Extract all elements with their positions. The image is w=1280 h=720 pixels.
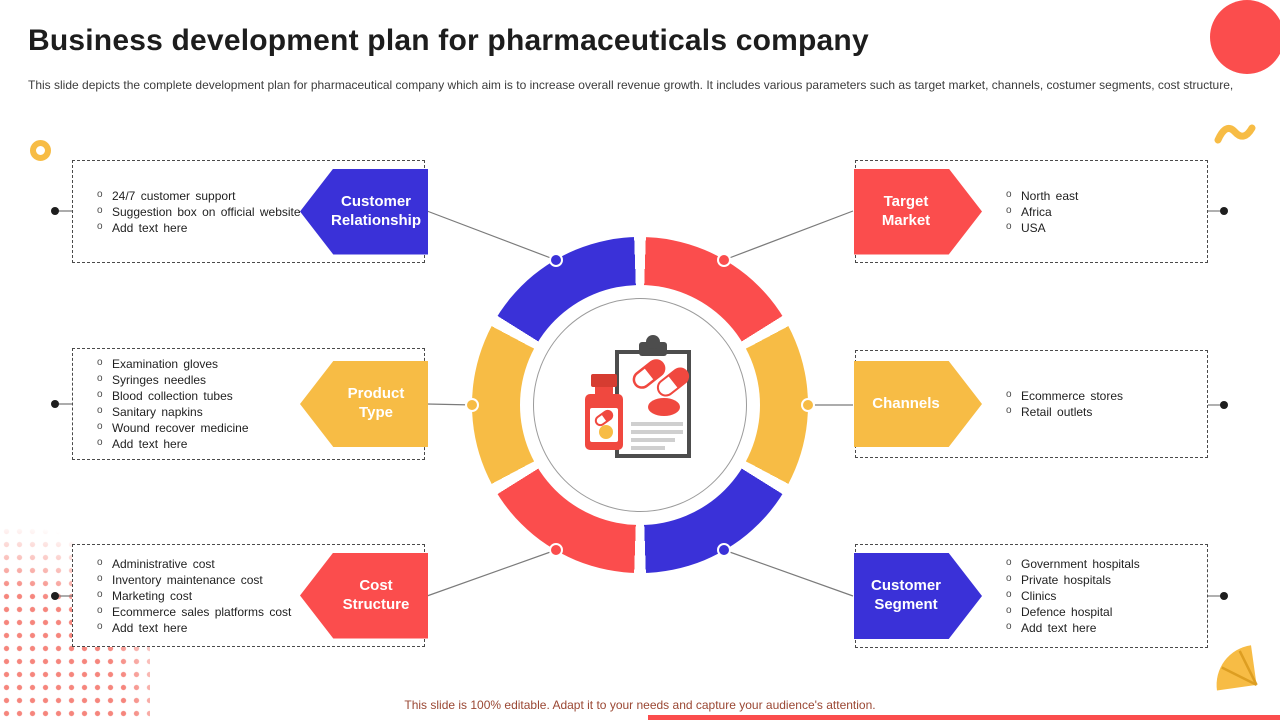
- list-item: North east: [1006, 187, 1078, 204]
- list-item: Sanitary napkins: [97, 403, 302, 420]
- card-item-list: Ecommerce storesRetail outlets: [1006, 387, 1129, 420]
- card-item-list: Administrative costInventory maintenance…: [73, 555, 310, 636]
- card-customer-relationship: 24/7 customer supportSuggestion box on o…: [72, 160, 428, 263]
- card-label: Channels: [872, 394, 940, 412]
- list-item: Ecommerce sales platforms cost: [97, 603, 302, 620]
- card-customer-segment: Government hospitalsPrivate hospitalsCli…: [854, 544, 1208, 648]
- red-circle-decoration: [1210, 0, 1280, 74]
- card-label-chevron: Channels: [854, 361, 982, 447]
- list-item: 24/7 customer support: [97, 187, 302, 204]
- card-label: Customer Relationship: [331, 192, 422, 229]
- list-item: Add text here: [97, 435, 302, 452]
- card-label: Cost Structure: [342, 576, 410, 613]
- page-title: Business development plan for pharmaceut…: [28, 24, 869, 57]
- card-channels: Ecommerce storesRetail outlets Channels: [854, 350, 1208, 458]
- yellow-shell-icon: [1216, 645, 1258, 691]
- list-item: Inventory maintenance cost: [97, 571, 302, 588]
- footer-note: This slide is 100% editable. Adapt it to…: [404, 698, 876, 712]
- list-item: Private hospitals: [1006, 571, 1140, 588]
- list-item: Wound recover medicine: [97, 419, 302, 436]
- card-label-chevron: Customer Segment: [854, 553, 982, 639]
- card-item-list: 24/7 customer supportSuggestion box on o…: [73, 187, 310, 236]
- list-item: Government hospitals: [1006, 555, 1140, 572]
- yellow-squiggle-icon: [1214, 124, 1256, 144]
- list-item: Administrative cost: [97, 555, 302, 572]
- card-product-type: Examination glovesSyringes needlesBlood …: [72, 348, 428, 460]
- list-item: Suggestion box on official website: [97, 203, 302, 220]
- card-cost-structure: Administrative costInventory maintenance…: [72, 544, 428, 647]
- list-item: Add text here: [97, 219, 302, 236]
- card-label: Customer Segment: [870, 577, 941, 613]
- list-item: Examination gloves: [97, 355, 302, 372]
- card-item-list: Examination glovesSyringes needlesBlood …: [73, 355, 310, 452]
- card-item-list: North eastAfricaUSA: [1006, 187, 1084, 236]
- card-target-market: North eastAfricaUSA Target Market: [854, 160, 1208, 263]
- list-item: Africa: [1006, 203, 1078, 220]
- medicine-clipboard-icon: [585, 335, 691, 458]
- list-item: Clinics: [1006, 587, 1140, 604]
- list-item: Add text here: [1006, 619, 1140, 636]
- list-item: Ecommerce stores: [1006, 387, 1123, 404]
- list-item: Add text here: [97, 619, 302, 636]
- slide-subtitle: This slide depicts the complete developm…: [28, 78, 1234, 92]
- bottom-red-strip: [648, 715, 1280, 720]
- card-label-chevron: Customer Relationship: [300, 168, 428, 255]
- card-label: Product Type: [347, 385, 405, 421]
- list-item: Blood collection tubes: [97, 387, 302, 404]
- list-item: Retail outlets: [1006, 403, 1123, 420]
- list-item: Defence hospital: [1006, 603, 1140, 620]
- card-label: Target Market: [881, 192, 931, 229]
- list-item: Syringes needles: [97, 371, 302, 388]
- card-label-chevron: Cost Structure: [300, 552, 428, 639]
- diagram-donut: [472, 237, 808, 573]
- list-item: USA: [1006, 219, 1078, 236]
- card-label-chevron: Product Type: [300, 361, 428, 447]
- card-item-list: Government hospitalsPrivate hospitalsCli…: [1006, 555, 1146, 636]
- icon-circle: [533, 298, 747, 512]
- yellow-ring-icon: [30, 140, 51, 161]
- list-item: Marketing cost: [97, 587, 302, 604]
- card-label-chevron: Target Market: [854, 168, 982, 255]
- donut-inner-circle: [520, 285, 760, 525]
